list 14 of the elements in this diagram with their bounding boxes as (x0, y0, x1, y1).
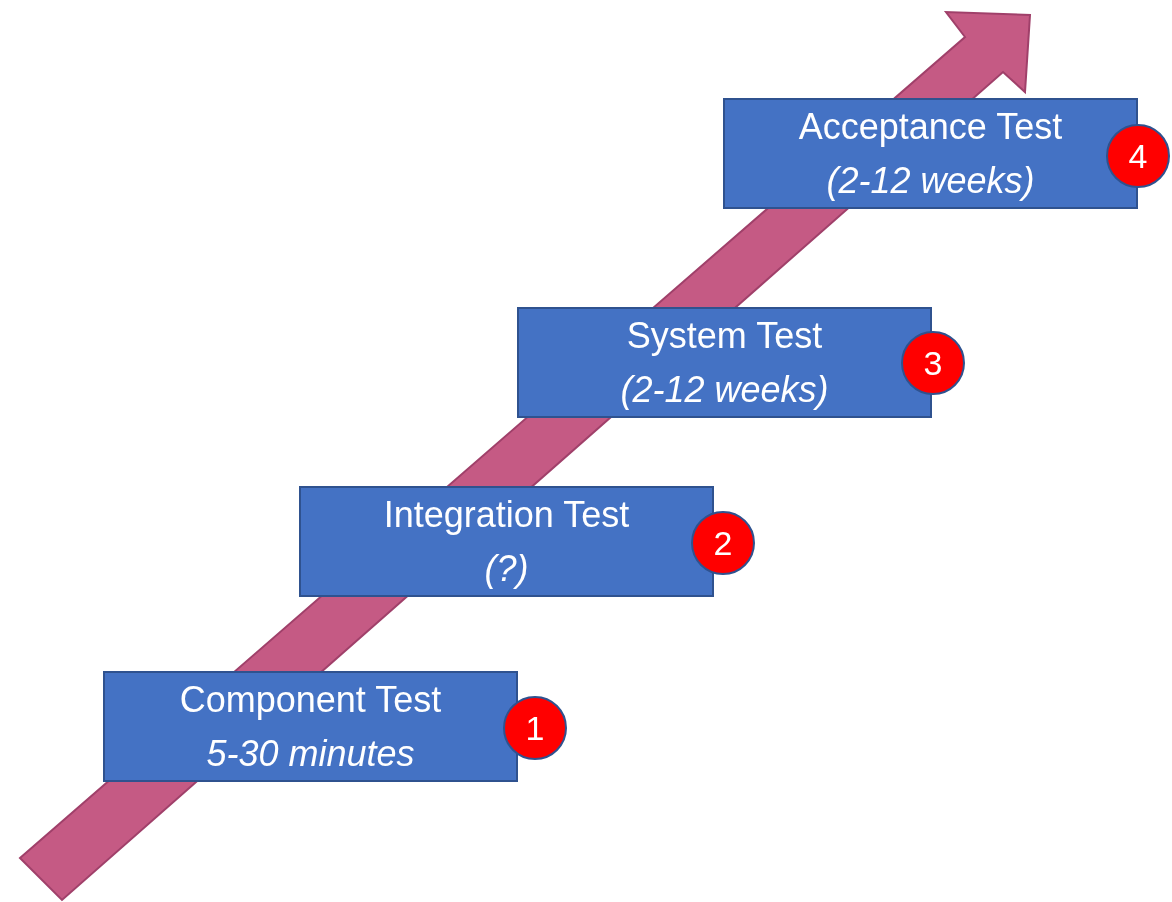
stage-title: Acceptance Test (798, 104, 1063, 149)
stage-title: Integration Test (383, 492, 630, 537)
test-stage-box (103, 671, 518, 782)
number-badge: 4 (1106, 124, 1170, 188)
stage-duration: (2-12 weeks) (620, 367, 829, 412)
number-badge: 3 (901, 331, 965, 395)
number-badge: 1 (503, 696, 567, 760)
stage-title: System Test (626, 313, 823, 358)
stage-duration: (2-12 weeks) (826, 158, 1035, 203)
stage-title: Component Test (179, 677, 442, 722)
number-badge: 2 (691, 511, 755, 575)
stage-duration: (?) (484, 546, 529, 591)
stage-duration: 5-30 minutes (206, 731, 415, 776)
test-stage-box (299, 486, 714, 597)
